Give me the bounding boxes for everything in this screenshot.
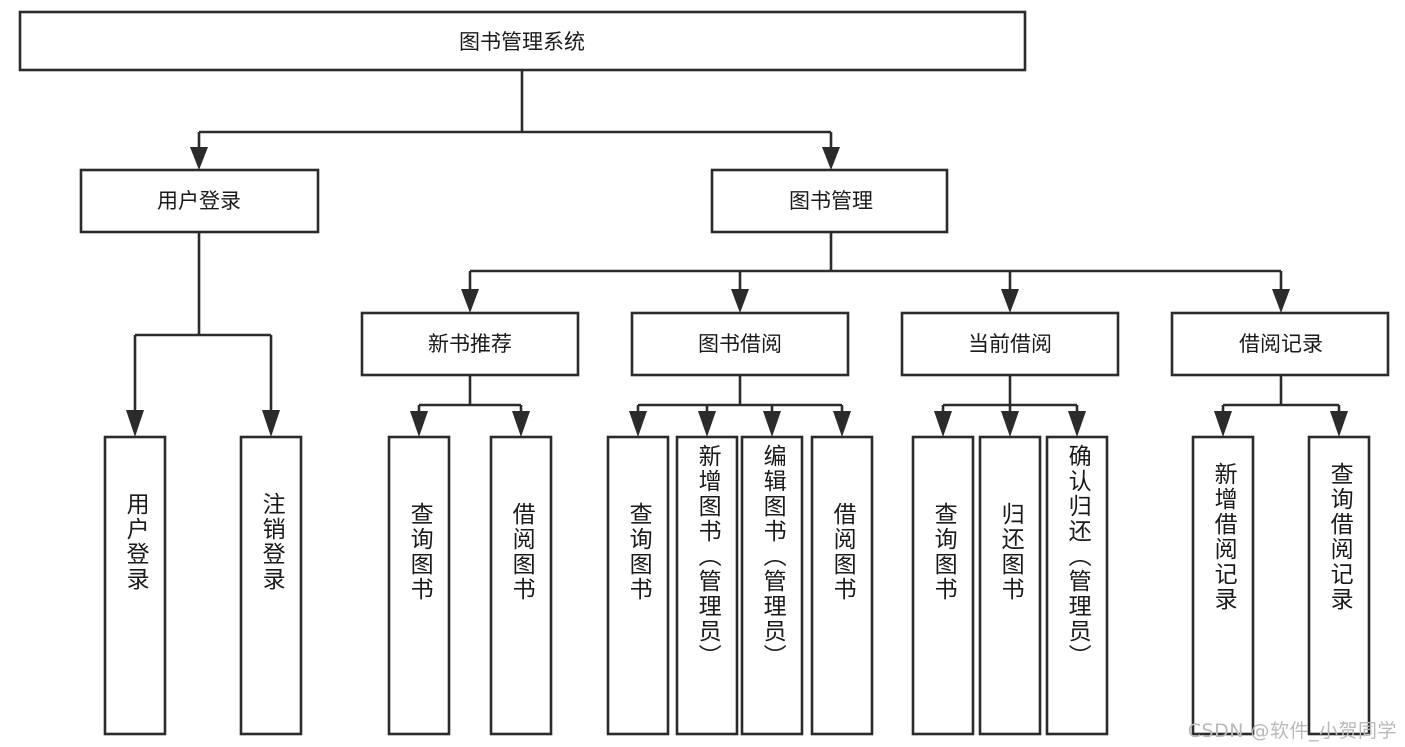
node-leaf-user-login-box[interactable] bbox=[103, 435, 167, 736]
node-user-login-label: 用户登录 bbox=[157, 189, 241, 213]
leaf-group-borrow-record bbox=[1191, 435, 1371, 736]
connector-newbook-to-leaves bbox=[410, 375, 530, 437]
arrow-head-leaf-query-book-1 bbox=[410, 411, 428, 437]
node-leaf-query-book-3-box[interactable] bbox=[911, 435, 975, 736]
arrow-head-user-login bbox=[190, 147, 208, 170]
node-new-book-recommend-box[interactable] bbox=[360, 311, 580, 377]
node-new-book-recommend[interactable]: 新书推荐 bbox=[360, 311, 580, 377]
arrow-head-leaf-borrow-book-2 bbox=[833, 411, 851, 437]
arrow-head-current-borrow bbox=[1001, 289, 1019, 313]
node-leaf-query-book-2-box[interactable] bbox=[606, 435, 670, 736]
arrow-head-leaf-query-book-2 bbox=[629, 411, 647, 437]
node-leaf-logout-login-box[interactable] bbox=[239, 435, 303, 736]
node-user-login-box[interactable] bbox=[79, 168, 320, 234]
node-leaf-confirm-return-box[interactable] bbox=[1045, 435, 1109, 736]
watermark-text: CSDN @软件_小贺同学 bbox=[1187, 720, 1397, 742]
arrow-head-book-management bbox=[822, 147, 840, 170]
node-leaf-borrow-book-1-box[interactable] bbox=[489, 435, 553, 736]
connector-bookborrow-to-leaves bbox=[629, 375, 851, 437]
connector-bookmgmt-to-level3 bbox=[461, 232, 1290, 313]
node-leaf-query-record-box[interactable] bbox=[1307, 435, 1371, 736]
node-borrow-record-label: 借阅记录 bbox=[1239, 332, 1323, 356]
node-book-borrow-box[interactable] bbox=[630, 311, 850, 377]
node-user-login[interactable]: 用户登录 bbox=[79, 168, 320, 234]
connector-root-to-level2 bbox=[190, 70, 840, 170]
arrow-head-leaf-borrow-book-1 bbox=[512, 411, 530, 437]
arrow-head-leaf-add-book bbox=[698, 411, 716, 437]
leaf-group-new-book-recommend bbox=[387, 435, 553, 736]
node-leaf-add-book-box[interactable] bbox=[675, 435, 739, 736]
node-new-book-recommend-label: 新书推荐 bbox=[428, 332, 512, 356]
node-current-borrow-label: 当前借阅 bbox=[968, 332, 1052, 356]
node-root[interactable]: 图书管理系统 bbox=[18, 10, 1027, 72]
node-current-borrow[interactable]: 当前借阅 bbox=[900, 311, 1120, 377]
arrow-head-new-book-recommend bbox=[461, 289, 479, 313]
node-leaf-edit-book-box[interactable] bbox=[740, 435, 804, 736]
arrow-head-borrow-record bbox=[1272, 289, 1290, 313]
node-leaf-add-record-box[interactable] bbox=[1191, 435, 1255, 736]
node-root-box[interactable] bbox=[18, 10, 1027, 72]
arrow-head-leaf-logout-login bbox=[262, 410, 280, 437]
node-book-management[interactable]: 图书管理 bbox=[710, 168, 949, 234]
connector-currentborrow-to-leaves bbox=[934, 375, 1086, 437]
leaf-group-current-borrow bbox=[911, 435, 1109, 736]
node-book-management-box[interactable] bbox=[710, 168, 949, 234]
arrow-head-leaf-query-record bbox=[1330, 411, 1348, 437]
arrow-head-leaf-user-login bbox=[126, 410, 144, 437]
leaf-group-user-login bbox=[103, 435, 303, 736]
node-borrow-record[interactable]: 借阅记录 bbox=[1170, 311, 1390, 377]
node-leaf-return-book-box[interactable] bbox=[978, 435, 1042, 736]
node-current-borrow-box[interactable] bbox=[900, 311, 1120, 377]
node-book-borrow[interactable]: 图书借阅 bbox=[630, 311, 850, 377]
arrow-head-leaf-edit-book bbox=[763, 411, 781, 437]
arrow-head-leaf-add-record bbox=[1214, 411, 1232, 437]
arrow-head-leaf-return-book bbox=[1001, 411, 1019, 437]
node-book-borrow-label: 图书借阅 bbox=[698, 332, 782, 356]
connector-borrowrecord-to-leaves bbox=[1214, 375, 1348, 437]
connector-userlogin-to-leaves bbox=[126, 232, 280, 437]
node-root-label: 图书管理系统 bbox=[459, 30, 585, 54]
arrow-head-leaf-query-book-3 bbox=[934, 411, 952, 437]
leaf-group-book-borrow bbox=[606, 435, 874, 736]
node-leaf-borrow-book-2-box[interactable] bbox=[810, 435, 874, 736]
node-borrow-record-box[interactable] bbox=[1170, 311, 1390, 377]
node-leaf-query-book-1-box[interactable] bbox=[387, 435, 451, 736]
arrow-head-leaf-confirm-return bbox=[1068, 411, 1086, 437]
arrow-head-book-borrow bbox=[731, 289, 749, 313]
node-book-management-label: 图书管理 bbox=[789, 189, 873, 213]
